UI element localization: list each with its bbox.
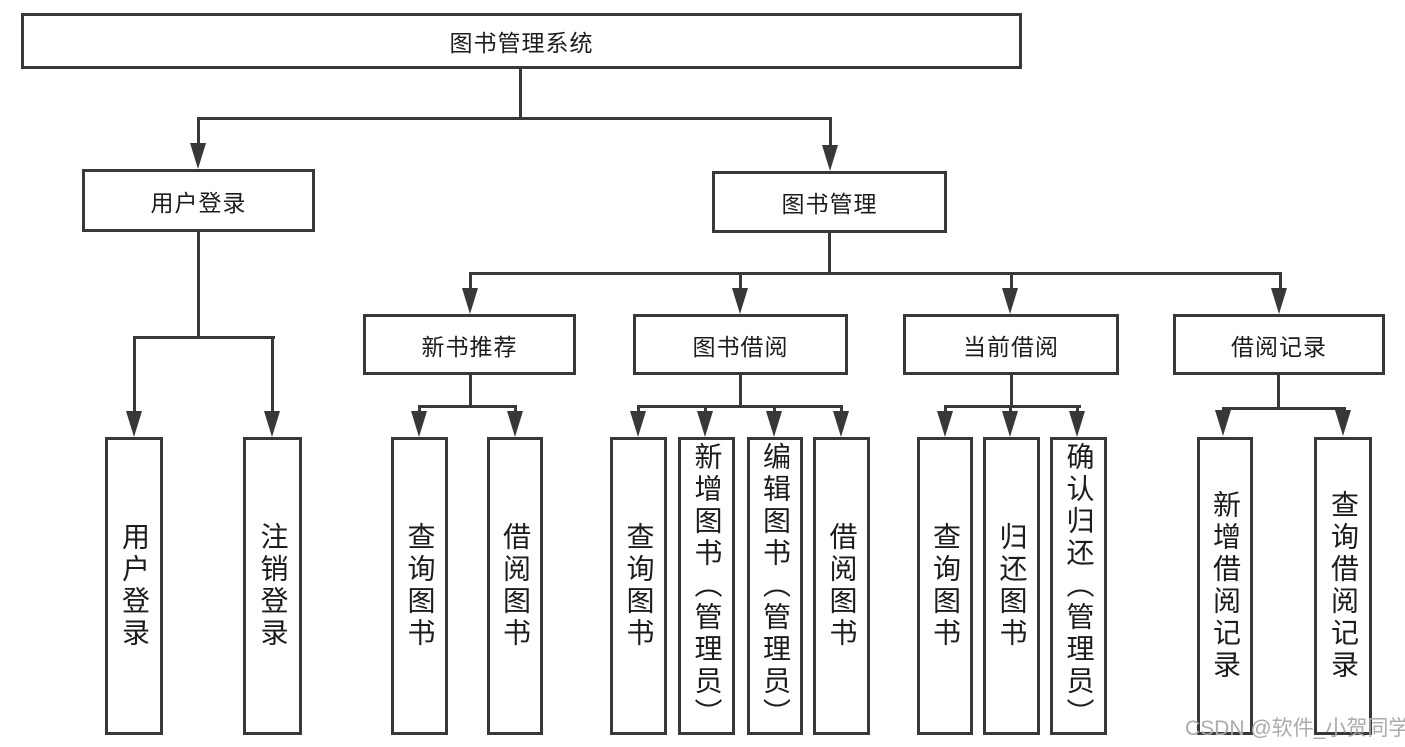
node-user-login: 用户登录 [82,169,315,232]
connector [704,405,707,413]
connector [829,117,832,147]
connector [469,375,472,408]
arrowhead-down-icon [264,411,280,437]
connector [828,233,831,274]
leaf-recommend-query-books: 查询图书 [391,437,448,735]
leaf-user-login: 用户登录 [105,437,163,735]
arrowhead-down-icon [411,411,427,437]
connector [197,232,200,339]
arrowhead-down-icon [630,411,646,437]
arrowhead-down-icon [937,411,953,437]
arrowhead-down-icon [126,411,142,437]
arrowhead-down-icon [1069,411,1085,437]
connector [1010,375,1013,408]
leaf-current-confirm-return-admin: 确认归还（管理员） [1050,437,1107,735]
arrowhead-down-icon [507,411,523,437]
connector [514,405,517,413]
leaf-logout: 注销登录 [243,437,302,735]
node-book-borrow: 图书借阅 [633,314,848,375]
arrowhead-down-icon [1215,410,1231,436]
connector [418,405,421,413]
arrowhead-down-icon [190,143,206,169]
connector [739,272,742,289]
connector [197,117,832,120]
connector [469,272,1282,275]
connector [133,336,136,412]
connector [469,272,472,289]
leaf-records-add-record: 新增借阅记录 [1197,437,1253,735]
leaf-current-query-books: 查询图书 [917,437,973,735]
node-current-borrow: 当前借阅 [903,314,1119,375]
connector [1222,407,1346,410]
arrowhead-down-icon [697,411,713,437]
connector [944,405,947,413]
connector [271,336,274,412]
arrowhead-down-icon [462,288,478,314]
connector [637,405,843,408]
leaf-borrow-query-books: 查询图书 [610,437,667,735]
leaf-current-return-books: 归还图书 [983,437,1040,735]
connector [1010,272,1013,289]
connector [418,405,517,408]
connector [1279,272,1282,289]
connector [133,336,275,339]
connector [944,405,1081,408]
arrowhead-down-icon [732,288,748,314]
leaf-borrow-add-books-admin: 新增图书（管理员） [678,437,735,735]
arrowhead-down-icon [1002,411,1018,437]
connector [197,117,200,145]
leaf-recommend-borrow-books: 借阅图书 [487,437,543,735]
connector [1277,375,1280,410]
connector [637,405,640,413]
arrowhead-down-icon [833,411,849,437]
connector [739,375,742,408]
leaf-borrow-edit-books-admin: 编辑图书（管理员） [747,437,803,735]
arrowhead-down-icon [766,411,782,437]
csdn-watermark: CSDN @软件_小贺同学 [1185,717,1405,740]
arrowhead-down-icon [1271,288,1287,314]
leaf-records-query-record: 查询借阅记录 [1314,437,1372,735]
connector [840,405,843,413]
arrowhead-down-icon [1002,288,1018,314]
connector [519,69,522,119]
node-root-library-system: 图书管理系统 [21,13,1022,69]
arrowhead-down-icon [1335,410,1351,436]
connector [1076,405,1079,413]
connector [1009,405,1012,413]
arrowhead-down-icon [822,145,838,171]
node-borrow-records: 借阅记录 [1173,314,1385,375]
node-new-book-recommend: 新书推荐 [363,314,576,375]
connector [773,405,776,413]
node-book-management: 图书管理 [712,171,947,233]
leaf-borrow-borrow-books: 借阅图书 [813,437,870,735]
